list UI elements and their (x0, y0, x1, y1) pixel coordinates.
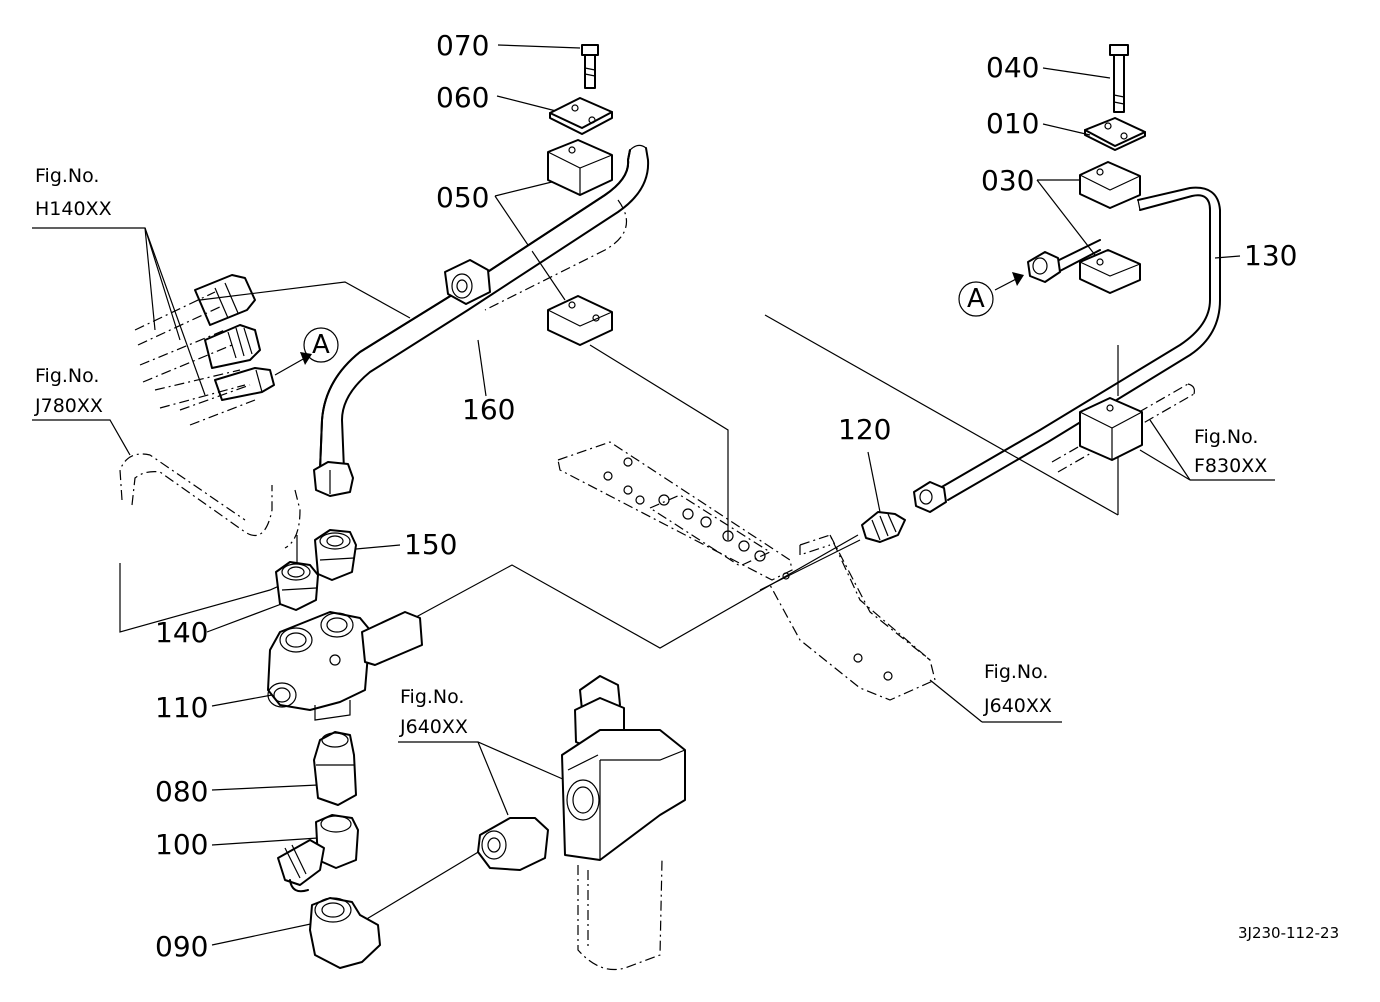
part-label-040: 040 (986, 51, 1040, 84)
adapter-j640 (477, 817, 549, 871)
diagram-code: 3J230-112-23 (1238, 924, 1340, 942)
part-label-160: 160 (462, 393, 516, 426)
clamp-050-upper (547, 139, 613, 196)
plate-060 (549, 97, 613, 135)
marker-a-left (274, 327, 339, 376)
fig-ref-j640-right-prefix: Fig.No. (984, 661, 1049, 683)
fig-ref-f830-code: F830XX (1194, 455, 1268, 477)
fig-ref-f830-prefix: Fig.No. (1194, 426, 1259, 448)
fig-ref-h140-code: H140XX (35, 198, 112, 220)
fig-ref-j640-right-code: J640XX (984, 695, 1052, 717)
part-label-130: 130 (1244, 239, 1298, 272)
part-label-140: 140 (155, 616, 209, 649)
fig-ref-j780-code: J780XX (35, 395, 103, 417)
part-label-060: 060 (436, 81, 490, 114)
part-label-010: 010 (986, 107, 1040, 140)
part-label-110: 110 (155, 691, 209, 724)
plate-010 (1084, 117, 1146, 151)
marker-a-left-letter: A (312, 330, 330, 360)
marker-a-right (958, 272, 1024, 317)
fitting-140 (275, 561, 319, 611)
bolt-070 (581, 44, 599, 89)
fitting-090 (309, 897, 381, 969)
bolt-040 (1109, 44, 1129, 113)
hose-fittings-h140 (194, 274, 275, 401)
part-label-120: 120 (838, 413, 892, 446)
part-label-090: 090 (155, 930, 209, 963)
fig-ref-h140-prefix: Fig.No. (35, 165, 100, 187)
valve-110 (267, 611, 423, 721)
part-label-030: 030 (981, 164, 1035, 197)
filter-housing (561, 675, 686, 971)
clamp-050-lower (547, 295, 613, 346)
leader-lines (32, 44, 1275, 946)
part-label-100: 100 (155, 828, 209, 861)
pipe-130 (913, 186, 1221, 513)
fig-ref-j640-lower-prefix: Fig.No. (400, 686, 465, 708)
part-label-080: 080 (155, 775, 209, 808)
f830-reference (1051, 383, 1195, 473)
fitting-100 (277, 814, 359, 893)
bracket-j640 (557, 441, 936, 701)
clamp-030-upper (1079, 161, 1141, 209)
fig-ref-j780-prefix: Fig.No. (35, 365, 100, 387)
part-label-050: 050 (436, 181, 490, 214)
part-label-150: 150 (404, 528, 458, 561)
fitting-080 (313, 731, 357, 806)
fig-ref-j640-lower-code: J640XX (400, 716, 468, 738)
fitting-120 (861, 511, 906, 543)
fitting-150 (314, 529, 357, 581)
hose-references-left (119, 291, 301, 549)
clamp-030-lower (1079, 249, 1141, 294)
marker-a-right-letter: A (967, 284, 985, 314)
pipe-160 (313, 144, 650, 497)
part-label-070: 070 (436, 29, 490, 62)
